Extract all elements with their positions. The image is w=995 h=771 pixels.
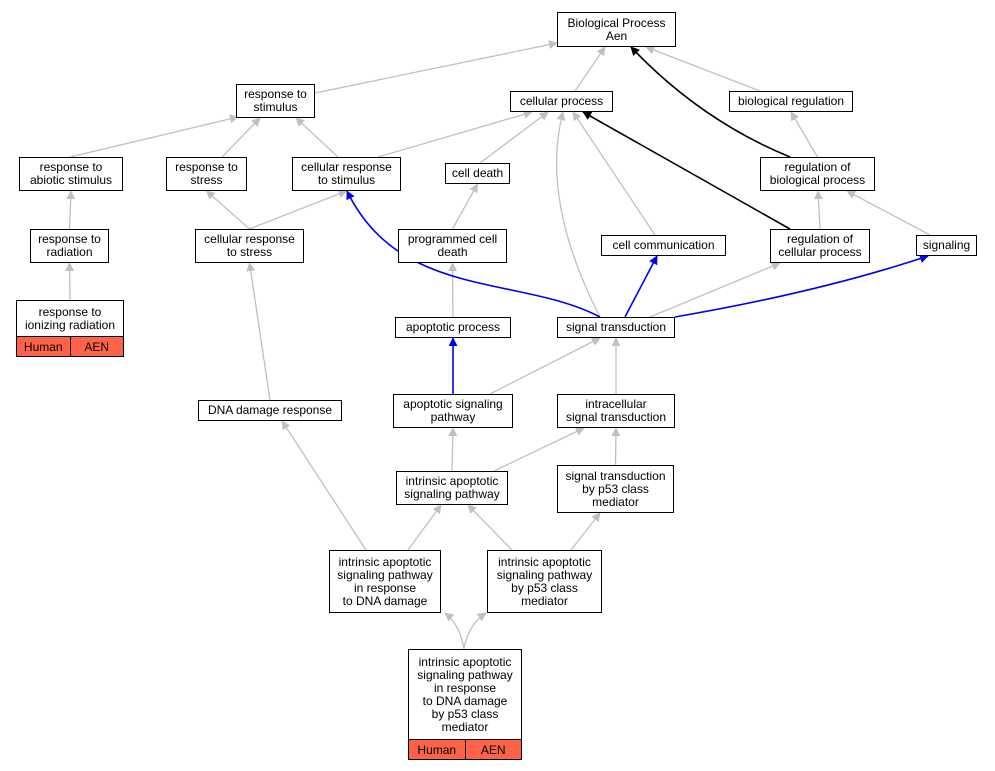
edge-is-a-rcp-to-rbp	[813, 190, 823, 230]
edge-is-a-ras-to-rts	[69, 114, 239, 158]
term-node-rcp[interactable]: regulation of cellular process	[770, 229, 870, 263]
term-node-cp[interactable]: cellular process	[510, 91, 613, 112]
species-tag: Human	[17, 337, 70, 356]
term-node-rtstress[interactable]: response to stress	[166, 157, 247, 191]
term-label: cellular response to stimulus	[301, 160, 392, 187]
term-node-crts[interactable]: cellular response to stimulus	[292, 157, 401, 191]
term-node-iasp[interactable]: intrinsic apoptotic signaling pathway	[396, 471, 508, 505]
term-node-iaspp53[interactable]: intrinsic apoptotic signaling pathway by…	[487, 550, 602, 613]
edge-is-a-iaspdnap53-to-iaspdna	[444, 612, 465, 650]
edge-is-a-crtstress-to-crts	[249, 189, 348, 230]
edge-is-a-iasp-to-ist	[493, 427, 585, 472]
edge-is-a-iaspp53-to-stp53	[570, 512, 601, 551]
term-label: regulation of cellular process	[778, 232, 862, 259]
edge-regulates-st-to-crts	[346, 190, 601, 318]
edge-is-a-iaspp53-to-iasp	[467, 504, 513, 551]
term-label: response to stress	[175, 160, 238, 187]
edge-is-a-crts-to-cp	[377, 109, 533, 158]
term-label: signal transduction by p53 class mediato…	[565, 468, 666, 509]
edge-regulates-st-to-cc	[624, 255, 658, 318]
edge-part-of-rbp-to-bp	[630, 46, 791, 158]
term-label: cellular process	[519, 94, 604, 108]
term-label: intrinsic apoptotic signaling pathway	[404, 474, 500, 501]
term-label: signaling	[922, 238, 971, 252]
term-label: Biological Process Aen	[567, 15, 666, 43]
edge-is-a-iaspdnap53-to-iaspp53	[463, 612, 487, 650]
edge-is-a-rts-to-bp	[314, 40, 558, 94]
edge-is-a-cd-to-cp	[479, 111, 549, 164]
edge-is-a-pcd-to-cd	[451, 183, 479, 230]
species-tag: Human	[409, 740, 465, 759]
term-label: intrinsic apoptotic signaling pathway in…	[337, 554, 433, 608]
term-label: cell communication	[612, 238, 715, 252]
edge-is-a-iasp-to-asp	[448, 427, 458, 472]
edge-is-a-ddr-to-crtstress	[246, 262, 271, 401]
edge-is-a-stp53-to-ist	[611, 427, 621, 466]
term-label: programmed cell death	[407, 232, 498, 259]
term-label: apoptotic process	[405, 320, 501, 334]
term-node-iaspdna[interactable]: intrinsic apoptotic signaling pathway in…	[329, 550, 441, 613]
term-label: response to ionizing radiation	[24, 304, 116, 332]
edge-is-a-st-to-rcp	[649, 261, 781, 318]
edge-is-a-asp-to-st	[489, 337, 601, 395]
term-node-br[interactable]: biological regulation	[729, 91, 853, 112]
term-node-rbp[interactable]: regulation of biological process	[760, 157, 875, 191]
gene-tag: AEN	[69, 337, 123, 356]
term-label: DNA damage response	[207, 403, 333, 417]
edge-is-a-rtstress-to-rts	[221, 117, 261, 158]
term-label: intrinsic apoptotic signaling pathway in…	[417, 654, 513, 734]
term-label: cell death	[451, 166, 504, 180]
edge-is-a-rtr-to-ras	[66, 190, 76, 230]
edge-is-a-ririr-to-rtr	[65, 262, 75, 301]
edge-is-a-iaspdna-to-ddr	[281, 420, 367, 551]
term-node-rts[interactable]: response to stimulus	[236, 84, 315, 118]
term-label: signal transduction	[565, 320, 667, 334]
edge-is-a-st-to-cp	[555, 111, 601, 318]
term-label: intrinsic apoptotic signaling pathway by…	[496, 554, 593, 608]
term-node-pcd[interactable]: programmed cell death	[398, 229, 507, 263]
edge-is-a-crtstress-to-rtstress	[205, 190, 250, 230]
edge-is-a-cp-to-bp	[574, 46, 606, 92]
edge-is-a-crts-to-rts	[295, 117, 339, 158]
term-label: response to radiation	[38, 232, 101, 259]
term-node-st[interactable]: signal transduction	[557, 317, 675, 338]
term-node-sig[interactable]: signaling	[916, 235, 977, 256]
term-label: biological regulation	[737, 94, 845, 108]
term-node-cc[interactable]: cell communication	[601, 235, 726, 256]
edge-regulates-st-to-sig	[674, 254, 929, 318]
term-node-iaspdnap53[interactable]: intrinsic apoptotic signaling pathway in…	[408, 649, 522, 760]
term-node-crtstress[interactable]: cellular response to stress	[195, 229, 304, 263]
term-node-rtr[interactable]: response to radiation	[30, 229, 109, 263]
term-label: intracellular signal transduction	[565, 397, 667, 424]
term-label: response to stimulus	[244, 87, 307, 114]
term-label: regulation of biological process	[769, 160, 866, 187]
edge-is-a-sig-to-rbp	[846, 190, 931, 236]
edge-part-of-rcp-to-cp	[582, 111, 791, 230]
term-node-ap[interactable]: apoptotic process	[395, 317, 511, 338]
term-node-asp[interactable]: apoptotic signaling pathway	[393, 394, 513, 428]
term-node-stp53[interactable]: signal transduction by p53 class mediato…	[557, 465, 674, 513]
term-node-ddr[interactable]: DNA damage response	[198, 400, 342, 421]
term-node-cd[interactable]: cell death	[445, 163, 510, 184]
edge-is-a-br-to-bp	[645, 45, 761, 92]
edge-is-a-ap-to-pcd	[448, 262, 458, 318]
term-label: apoptotic signaling pathway	[403, 397, 503, 424]
term-node-bp[interactable]: Biological Process Aen	[557, 12, 676, 47]
edge-is-a-iaspdna-to-iasp	[407, 504, 442, 551]
term-node-ist[interactable]: intracellular signal transduction	[557, 394, 675, 428]
term-label: cellular response to stress	[204, 232, 295, 259]
gene-tag: AEN	[464, 740, 521, 759]
edge-is-a-rbp-to-br	[790, 111, 819, 158]
term-node-ras[interactable]: response to abiotic stimulus	[19, 157, 123, 191]
edge-is-a-cc-to-cp	[572, 111, 656, 236]
term-label: response to abiotic stimulus	[29, 160, 113, 187]
